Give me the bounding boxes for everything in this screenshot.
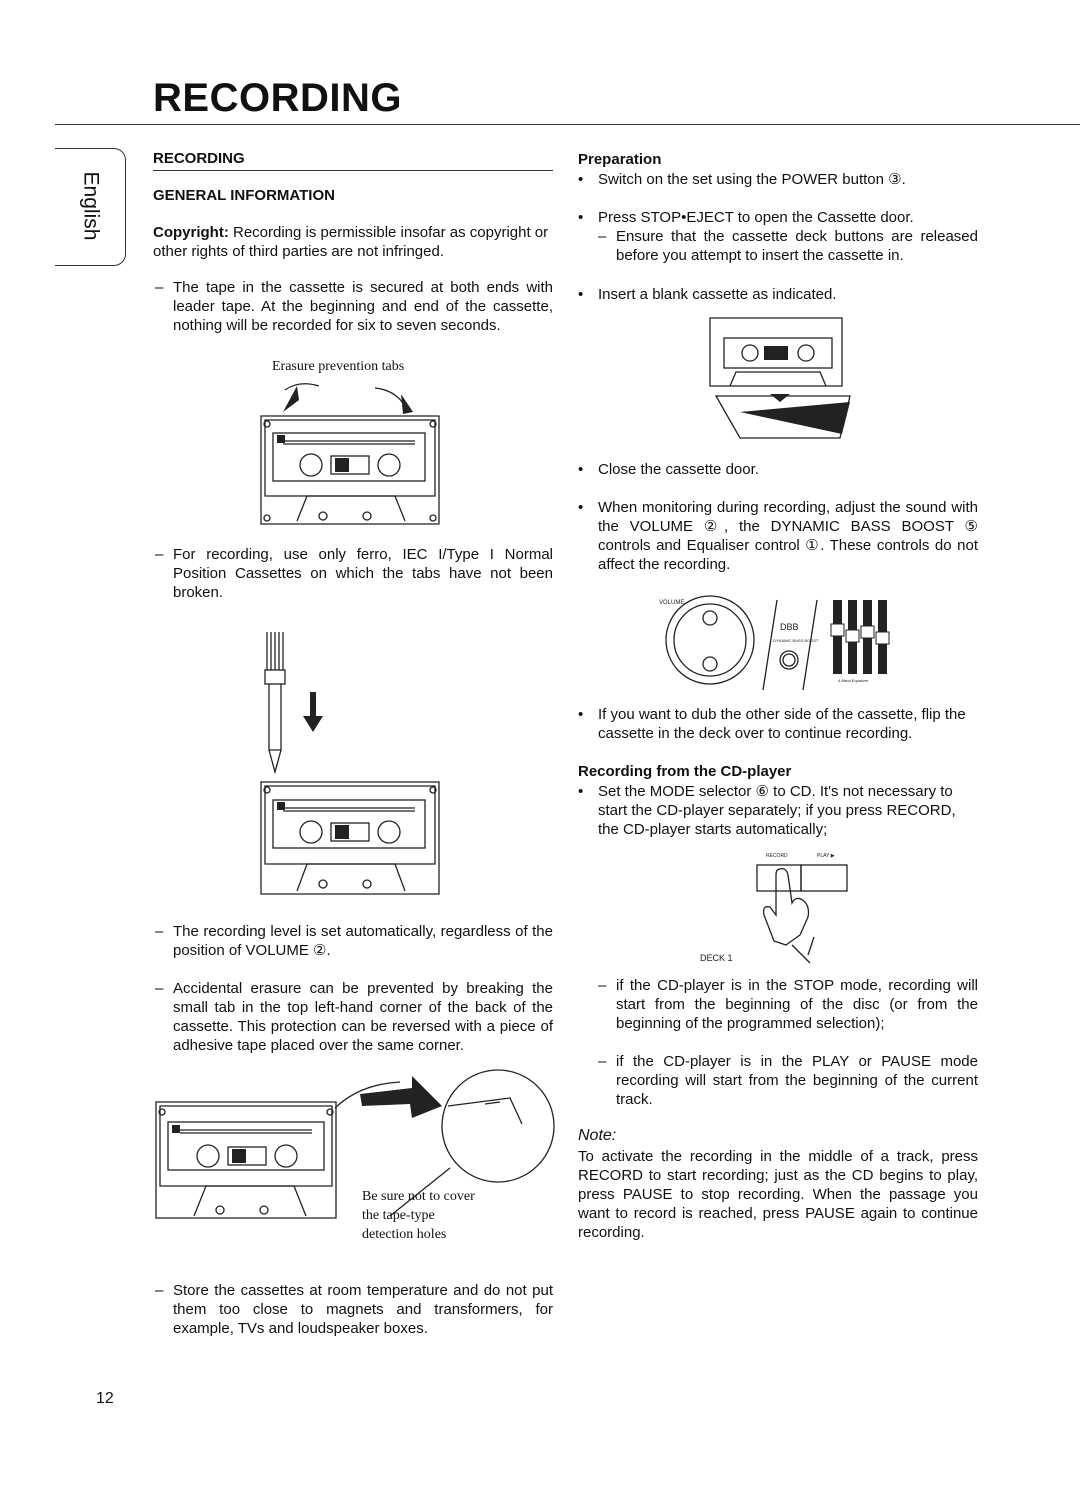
bullet-monitoring-text: When monitoring during recording, adjust…	[598, 499, 978, 573]
copyright-paragraph: Copyright: Recording is permissible inso…	[153, 223, 553, 261]
detection-holes-caption-line-2: the tape-type	[362, 1208, 435, 1223]
note-storage: –Store the cassettes at room temperature…	[155, 1282, 553, 1337]
subheading-general-information: GENERAL INFORMATION	[153, 187, 335, 204]
language-tab-label-wrap: English	[55, 148, 125, 264]
page-number: 12	[96, 1390, 114, 1407]
note-cassette-type: –For recording, use only ferro, IEC I/Ty…	[155, 546, 553, 601]
volume-label: VOLUME	[659, 600, 684, 606]
record-button-label: RECORD	[766, 853, 788, 859]
copyright-label: Copyright:	[153, 224, 229, 241]
play-button-label: PLAY ▶	[817, 853, 835, 859]
bullet-monitoring: •When monitoring during recording, adjus…	[578, 499, 978, 573]
section-heading: RECORDING	[153, 150, 245, 167]
page-title: RECORDING	[153, 76, 402, 120]
header-rule	[55, 124, 1080, 125]
language-tab	[55, 148, 126, 266]
dbb-sub-label: DYNAMIC BASS BOOST	[773, 638, 819, 643]
sub-release-buttons-text: Ensure that the cassette deck buttons ar…	[616, 228, 978, 264]
storage-text: Store the cassettes at room temperature …	[173, 1282, 553, 1337]
bullet-mode-selector-text: Set the MODE selector ⑥ to CD. It's not …	[598, 783, 956, 838]
tape-type-detection-holes-illustration	[155, 1069, 555, 1219]
bullet-stop-eject: •Press STOP•EJECT to open the Cassette d…	[578, 208, 978, 227]
detection-holes-caption-line-3: detection holes	[362, 1227, 447, 1242]
bullet-power: •Switch on the set using the POWER butto…	[578, 170, 978, 189]
deck-record-button-illustration: RECORD PLAY ▶ DECK 1	[700, 853, 848, 964]
sound-controls-illustration: VOLUME DBB DYNAMIC BASS BOOST 4 Band Equ…	[659, 595, 890, 691]
bullet-mode-selector: •Set the MODE selector ⑥ to CD. It's not…	[578, 782, 978, 839]
leader-tape-text: The tape in the cassette is secured at b…	[173, 279, 553, 334]
cassette-erasure-tabs-illustration	[260, 383, 440, 525]
bullet-insert-cassette: •Insert a blank cassette as indicated.	[578, 285, 978, 304]
sub-play-pause-mode-text: if the CD-player is in the PLAY or PAUSE…	[616, 1053, 978, 1108]
bullet-dub-other-side: •If you want to dub the other side of th…	[578, 705, 978, 743]
note-accidental-erasure: –Accidental erasure can be prevented by …	[155, 980, 553, 1054]
cd-recording-heading: Recording from the CD-player	[578, 763, 792, 780]
note-text: To activate the recording in the middle …	[578, 1148, 978, 1241]
bullet-close-door-text: Close the cassette door.	[598, 461, 759, 478]
equalizer-label: 4 Band Equalizer	[838, 678, 869, 683]
dbb-label: DBB	[780, 622, 799, 632]
cassette-type-text: For recording, use only ferro, IEC I/Typ…	[173, 546, 553, 601]
bullet-insert-cassette-text: Insert a blank cassette as indicated.	[598, 286, 837, 303]
detection-holes-caption-line-1: Be sure not to cover	[362, 1189, 475, 1204]
sub-release-buttons: –Ensure that the cassette deck buttons a…	[598, 228, 978, 264]
note-recording-level: –The recording level is set automaticall…	[155, 923, 553, 959]
preparation-heading: Preparation	[578, 151, 662, 168]
erasure-tabs-caption: Erasure prevention tabs	[272, 359, 405, 374]
bullet-dub-other-side-text: If you want to dub the other side of the…	[598, 706, 966, 742]
copyright-text: Recording is permissible insofar as copy…	[153, 224, 549, 260]
note-leader-tape: –The tape in the cassette is secured at …	[155, 279, 553, 334]
sub-stop-mode-text: if the CD-player is in the STOP mode, re…	[616, 977, 978, 1032]
insert-cassette-illustration	[709, 317, 851, 439]
note-heading: Note:	[578, 1127, 617, 1144]
bullet-stop-eject-text: Press STOP•EJECT to open the Cassette do…	[598, 209, 914, 226]
language-tab-label: English	[78, 171, 102, 241]
bullet-power-text: Switch on the set using the POWER button…	[598, 171, 906, 188]
sub-stop-mode: –if the CD-player is in the STOP mode, r…	[598, 977, 978, 1032]
accidental-erasure-text: Accidental erasure can be prevented by b…	[173, 980, 553, 1054]
break-tab-screwdriver-illustration	[260, 632, 440, 895]
deck-1-label: DECK 1	[700, 953, 733, 963]
sub-play-pause-mode: –if the CD-player is in the PLAY or PAUS…	[598, 1053, 978, 1108]
recording-level-text: The recording level is set automatically…	[173, 923, 553, 959]
section-rule	[153, 170, 553, 171]
detection-holes-caption: Be sure not to cover the tape-type detec…	[362, 1187, 475, 1244]
bullet-close-door: •Close the cassette door.	[578, 460, 978, 479]
